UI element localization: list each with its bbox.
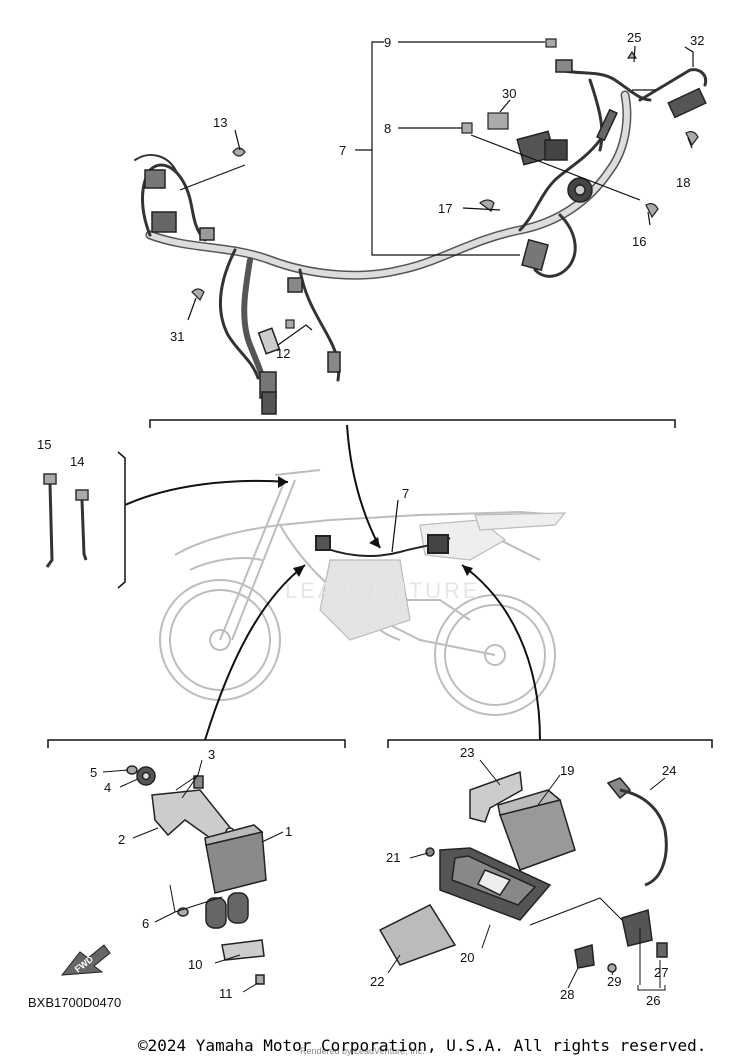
callout-16: 16: [632, 234, 646, 249]
callout-8: 8: [384, 121, 391, 136]
callout-26: 26: [646, 993, 660, 1008]
harness-clips: [191, 38, 699, 329]
callout-25: 25: [627, 30, 641, 45]
ecu-cables: [619, 788, 668, 887]
callout-20: 20: [460, 950, 474, 965]
callout-3: 3: [208, 747, 215, 762]
ecu-leaders: [387, 759, 666, 991]
harness-on-bike: [315, 534, 451, 557]
section-divider-bottom-right: [387, 739, 713, 748]
callout-13: 13: [213, 115, 227, 130]
callout-7: 7: [339, 143, 346, 158]
callout-12: 12: [276, 346, 290, 361]
cable-tie-bracket: [117, 451, 126, 589]
arrow-heads: [278, 476, 473, 577]
callout-1: 1: [285, 824, 292, 839]
callout-28: 28: [560, 987, 574, 1002]
callout-23: 23: [460, 745, 474, 760]
callout-10: 10: [188, 957, 202, 972]
callout-21: 21: [386, 850, 400, 865]
callout-29: 29: [607, 974, 621, 989]
callout-24: 24: [662, 763, 676, 778]
callout-22: 22: [370, 974, 384, 989]
callout-31: 31: [170, 329, 184, 344]
ecu-group: [378, 770, 668, 973]
callout-11: 11: [219, 986, 233, 1001]
callout-7-bike: 7: [402, 486, 409, 501]
callout-2: 2: [118, 832, 125, 847]
watermark: LEADVENTURE: [285, 578, 481, 603]
callout-30: 30: [502, 86, 516, 101]
callout-17: 17: [438, 201, 452, 216]
callout-32: 32: [690, 33, 704, 48]
diagram-code: BXB1700D0470: [28, 995, 121, 1010]
callout-18: 18: [676, 175, 690, 190]
callout-labels: 9 8 7 30 25 32 18 17 16 13 31 12 15 14 7…: [37, 30, 704, 1008]
callout-19: 19: [560, 763, 574, 778]
render-credit: Rendered by LeadVenture, Inc.: [300, 1046, 425, 1056]
location-arrows: [124, 424, 541, 741]
callout-15: 15: [37, 437, 51, 452]
ignition-coil-leaders: [102, 759, 284, 993]
section-divider-bottom-left: [47, 739, 346, 748]
callout-4: 4: [104, 780, 111, 795]
ignition-coil-group: [126, 765, 267, 985]
motorcycle-engine: [319, 512, 567, 641]
callout-6: 6: [142, 916, 149, 931]
cable-tie-parts: [43, 473, 89, 568]
harness-group-bracket: [179, 41, 694, 346]
harness-connectors: [144, 59, 707, 415]
callout-5: 5: [90, 765, 97, 780]
copyright-notice: ©2024 Yamaha Motor Corporation, U.S.A. A…: [138, 1036, 707, 1055]
callout-9: 9: [384, 35, 391, 50]
fwd-arrow-icon: FWD: [60, 944, 111, 976]
wire-harness-assembly: [134, 68, 708, 403]
callout-27: 27: [654, 965, 668, 980]
section-divider-top: [149, 419, 676, 428]
callout-14: 14: [70, 454, 84, 469]
